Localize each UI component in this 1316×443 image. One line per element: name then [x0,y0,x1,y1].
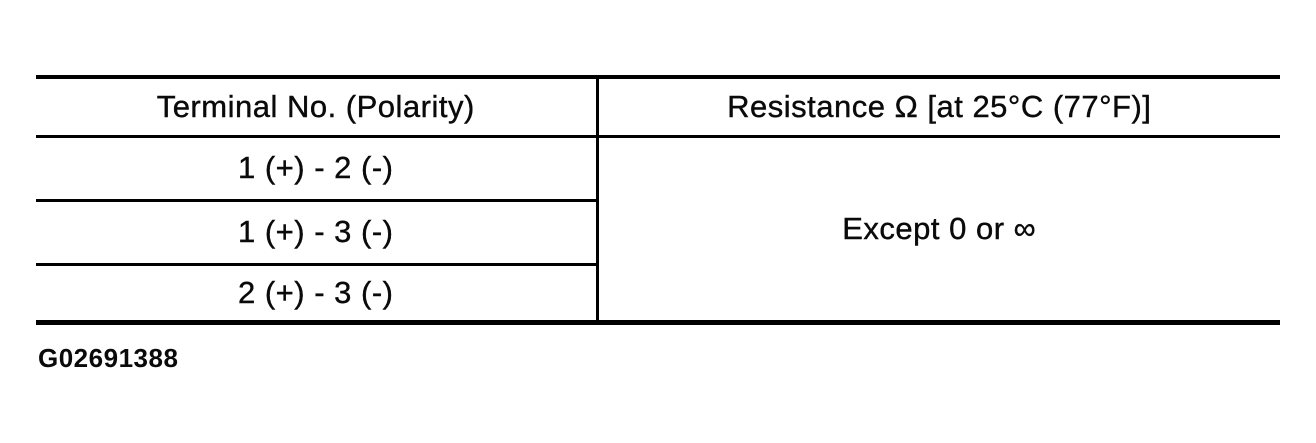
resistance-column-header: Resistance Ω [at 25°C (77°F)] [597,77,1280,138]
terminal-pair-2-3: 2 (+) - 3 (-) [36,264,599,322]
resistance-spec-table: Terminal No. (Polarity) Resistance Ω [at… [36,75,1280,325]
table-row: 1 (+) - 3 (-) [36,200,1280,266]
resistance-value-merged-cell: Except 0 or ∞ [842,210,1037,246]
terminal-column-header: Terminal No. (Polarity) [36,77,599,138]
table-header-row: Terminal No. (Polarity) Resistance Ω [at… [36,77,1280,138]
table-row: 1 (+) - 2 (-) Except 0 or ∞ [36,136,1280,246]
terminal-pair-1-2: 1 (+) - 2 (-) [36,136,599,202]
terminal-pair-1-3: 1 (+) - 3 (-) [36,200,599,266]
table-row: 2 (+) - 3 (-) [36,264,1280,322]
figure-id-label: G02691388 [38,343,179,373]
